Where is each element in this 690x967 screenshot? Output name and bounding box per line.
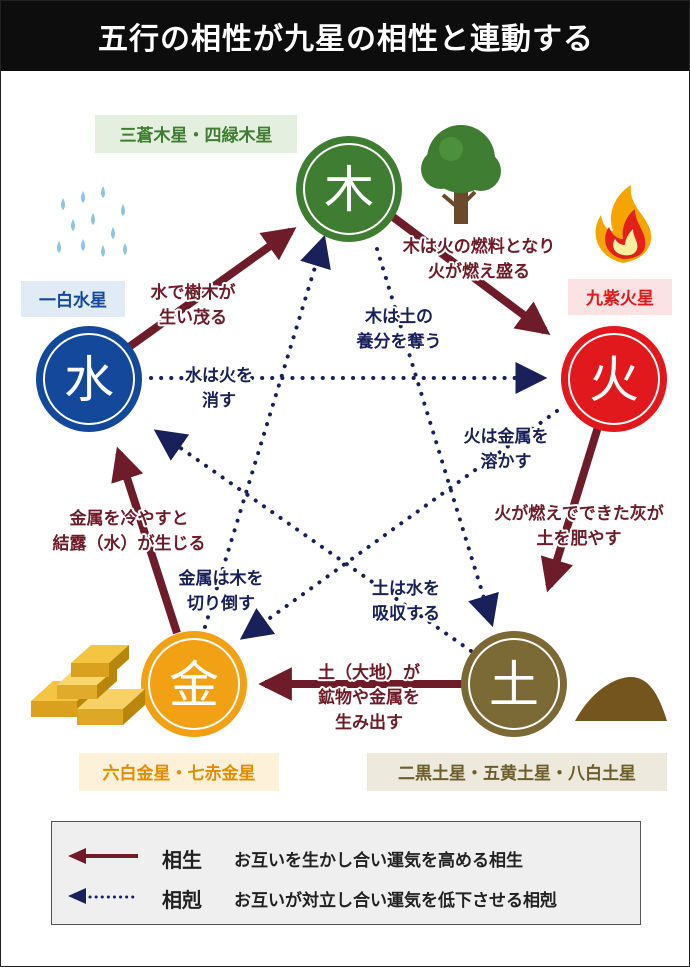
star-tag-wood: 三蒼木星・四緑木星	[95, 115, 297, 153]
water-drops-icon	[57, 186, 127, 257]
star-tag-fire-text: 九紫火星	[585, 288, 654, 309]
sousei-label-water-wood-2: 生い茂る	[159, 307, 227, 328]
soukoku-label-water-fire-2: 消す	[202, 390, 236, 411]
star-tag-metal: 六白金星・七赤金星	[79, 753, 279, 791]
soukoku-arrow-metal-wood	[203, 234, 331, 629]
star-tag-metal-text: 六白金星・七赤金星	[103, 763, 256, 784]
soukoku-arrows	[149, 234, 559, 653]
soukoku-label-wood-earth-2: 養分を奪う	[356, 331, 442, 352]
soukoku-label-earth-water-1: 土は水を	[372, 578, 440, 599]
sousei-label-wood-fire-2: 火が燃え盛る	[428, 261, 530, 282]
sousei-label-wood-fire-1: 木は火の燃料となり	[402, 236, 556, 257]
soukoku-label-water-fire-1: 水は火を	[185, 365, 253, 386]
star-tag-water-text: 一白水星	[39, 290, 107, 311]
sousei-arrow-water-wood	[126, 227, 297, 351]
element-earth-char: 土	[489, 656, 539, 714]
element-metal: 金	[141, 631, 247, 737]
sousei-label-metal-water-2: 結露（水）が生じる	[53, 533, 206, 554]
legend-sousei-desc: お互いを生かし合い運気を高める相生	[234, 851, 523, 871]
element-earth: 土	[461, 631, 567, 737]
sousei-arrow-fire-earth	[540, 425, 602, 593]
legend-soukoku-term: 相剋	[162, 888, 202, 912]
sousei-label-water-wood-1: 水で樹木が	[151, 282, 236, 303]
soukoku-arrow-fire-metal	[239, 409, 559, 640]
sousei-label-fire-earth-2: 土を肥やす	[537, 528, 622, 549]
sousei-label-fire-earth-1: 火が燃えでできた灰が	[494, 503, 664, 524]
sousei-label-earth-metal-2: 鉱物や金属を	[318, 687, 420, 708]
legend-sousei-term: 相生	[162, 848, 202, 872]
sousei-label-metal-water-1: 金属を冷やすと	[69, 508, 189, 529]
soukoku-label-wood-earth-1: 木は土の	[364, 306, 433, 327]
sousei-label-earth-metal-3: 生み出す	[335, 712, 403, 733]
soukoku-label-fire-metal-2: 溶かす	[481, 451, 532, 472]
soukoku-label-metal-wood-2: 切り倒す	[187, 594, 255, 614]
star-tag-water: 一白水星	[21, 281, 125, 317]
page-title: 五行の相性が九星の相性と連動する	[1, 1, 689, 71]
sousei-arrow-metal-water	[111, 446, 181, 635]
tree-icon	[421, 125, 501, 224]
soukoku-label-metal-wood-1: 金属は木を	[178, 568, 264, 589]
sousei-arrow-wood-fire	[390, 213, 551, 336]
five-elements-diagram: 木 火 土 金 水 三蒼木星・四緑木星 九紫火星	[21, 115, 672, 791]
gold-bars-icon	[31, 645, 145, 725]
legend: 相生 お互いを生かし合い運気を高める相生 相剋 お互いが対立し合い運気を低下させ…	[51, 821, 641, 925]
star-tag-wood-text: 三蒼木星・四緑木星	[120, 125, 273, 146]
sousei-arrows	[111, 213, 602, 701]
soukoku-arrow-earth-water	[153, 429, 473, 653]
legend-row-sousei: 相生 お互いを生かし合い運気を高める相生	[52, 836, 642, 876]
soukoku-arrow-wood-earth	[375, 247, 499, 628]
star-tag-earth-text: 二黒土星・五黄土星・八白土星	[398, 763, 636, 784]
element-metal-char: 金	[169, 656, 219, 714]
soil-mound-icon	[575, 677, 667, 721]
element-fire-char: 火	[589, 351, 639, 409]
element-fire: 火	[561, 326, 667, 432]
flame-icon	[595, 185, 652, 263]
legend-row-soukoku: 相剋 お互いが対立し合い運気を低下させる相剋	[52, 876, 642, 916]
star-tag-earth: 二黒土星・五黄土星・八白土星	[367, 753, 667, 791]
legend-soukoku-desc: お互いが対立し合い運気を低下させる相剋	[234, 891, 557, 911]
legend-sousei-arrow	[68, 848, 138, 864]
sousei-label-earth-metal-1: 土（大地）が	[318, 662, 420, 683]
soukoku-label-earth-water-2: 吸収する	[372, 604, 440, 624]
element-wood: 木	[296, 136, 402, 242]
element-water-char: 水	[64, 351, 114, 409]
element-wood-char: 木	[324, 161, 374, 219]
legend-soukoku-arrow	[68, 888, 140, 904]
element-water: 水	[36, 326, 142, 432]
soukoku-label-fire-metal-1: 火は金属を	[464, 426, 549, 447]
star-tag-fire: 九紫火星	[568, 279, 672, 315]
